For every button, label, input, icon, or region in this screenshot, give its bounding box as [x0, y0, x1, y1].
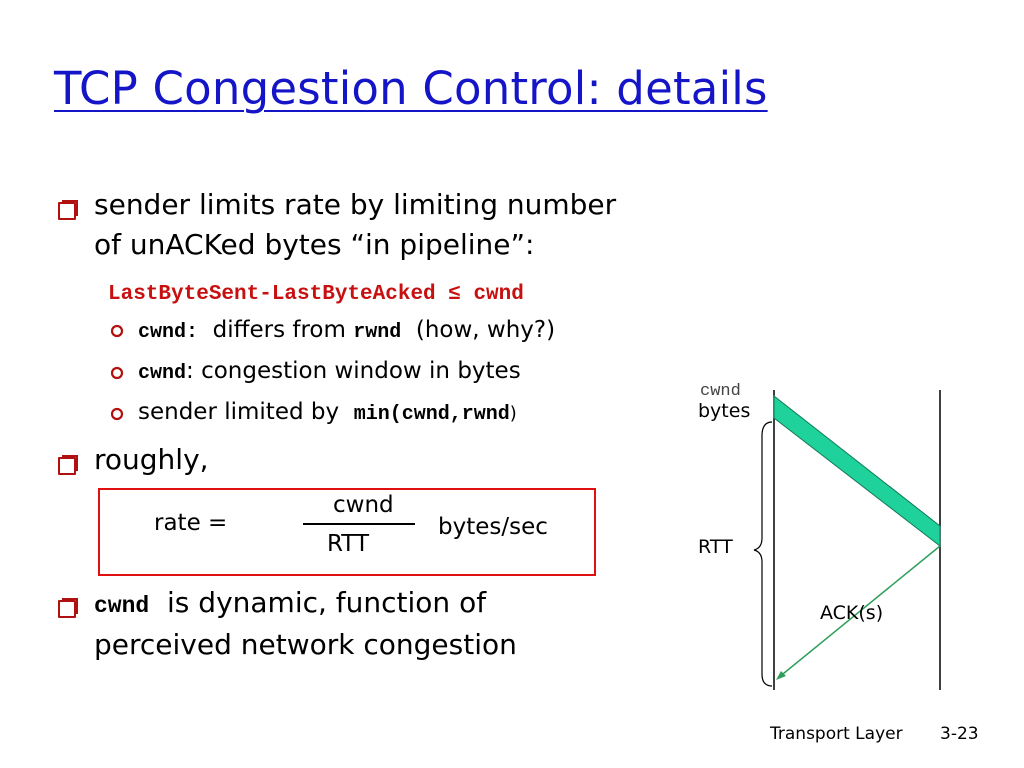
- ack-arrow-line: [777, 545, 941, 679]
- code-cwnd: cwnd: [94, 593, 150, 619]
- cwnd-label: cwnd: [700, 382, 741, 401]
- code-min: min(cwnd,rwnd: [353, 403, 510, 426]
- rate-formula-box: [98, 488, 596, 576]
- square-bullet-icon: [58, 455, 78, 475]
- sub-text: sender limited by: [138, 399, 340, 425]
- sub-bullet-cwnd-definition: cwnd: congestion window in bytes: [138, 358, 521, 385]
- sub-bullet-cwnd-vs-rwnd: cwnd: differs from rwnd (how, why?): [138, 317, 555, 344]
- bullet3-line1: cwnd is dynamic, function of: [94, 586, 486, 619]
- sub-bullet-sender-limited: sender limited by min(cwnd,rwnd): [138, 399, 517, 426]
- ack-arrowhead-icon: [776, 671, 786, 680]
- sub-text: (how, why?): [415, 317, 556, 343]
- bullet3-text: is dynamic, function of: [167, 586, 487, 619]
- footer-section: Transport Layer: [770, 724, 903, 744]
- bullet3-line2: perceived network congestion: [94, 628, 517, 661]
- window-bytes-band: [773, 394, 941, 548]
- footer-page-number: 3-23: [940, 724, 979, 744]
- circle-bullet-icon: [110, 407, 124, 421]
- code-cwnd: cwnd:: [138, 321, 199, 344]
- circle-bullet-icon: [110, 366, 124, 380]
- sub-text: differs from: [212, 317, 346, 343]
- formula-denominator: RTT: [327, 531, 370, 557]
- square-bullet-icon: [58, 200, 78, 220]
- bullet1-line1: sender limits rate by limiting number: [94, 188, 617, 221]
- rtt-label: RTT: [698, 536, 733, 558]
- pipeline-diagram: [753, 390, 941, 690]
- code-rwnd: rwnd: [353, 321, 402, 344]
- slide-title: TCP Congestion Control: details: [54, 62, 768, 115]
- ack-label: ACK(s): [820, 602, 884, 624]
- formula-unit: bytes/sec: [438, 514, 548, 540]
- formula-numerator: cwnd: [333, 492, 394, 518]
- formula-lhs: rate =: [154, 510, 228, 536]
- bullet1-line2: of unACKed bytes “in pipeline”:: [94, 228, 535, 261]
- window-inequality: LastByteSent-LastByteAcked ≤ cwnd: [108, 283, 524, 306]
- circle-bullet-icon: [110, 324, 124, 338]
- square-bullet-icon: [58, 598, 78, 618]
- bullet2-text: roughly,: [94, 443, 209, 476]
- fraction-bar: [303, 523, 415, 525]
- rtt-brace: [753, 421, 773, 687]
- close-paren: ): [509, 403, 517, 424]
- code-cwnd: cwnd: [138, 362, 187, 385]
- sub-text: : congestion window in bytes: [186, 358, 521, 384]
- bytes-label: bytes: [698, 400, 751, 422]
